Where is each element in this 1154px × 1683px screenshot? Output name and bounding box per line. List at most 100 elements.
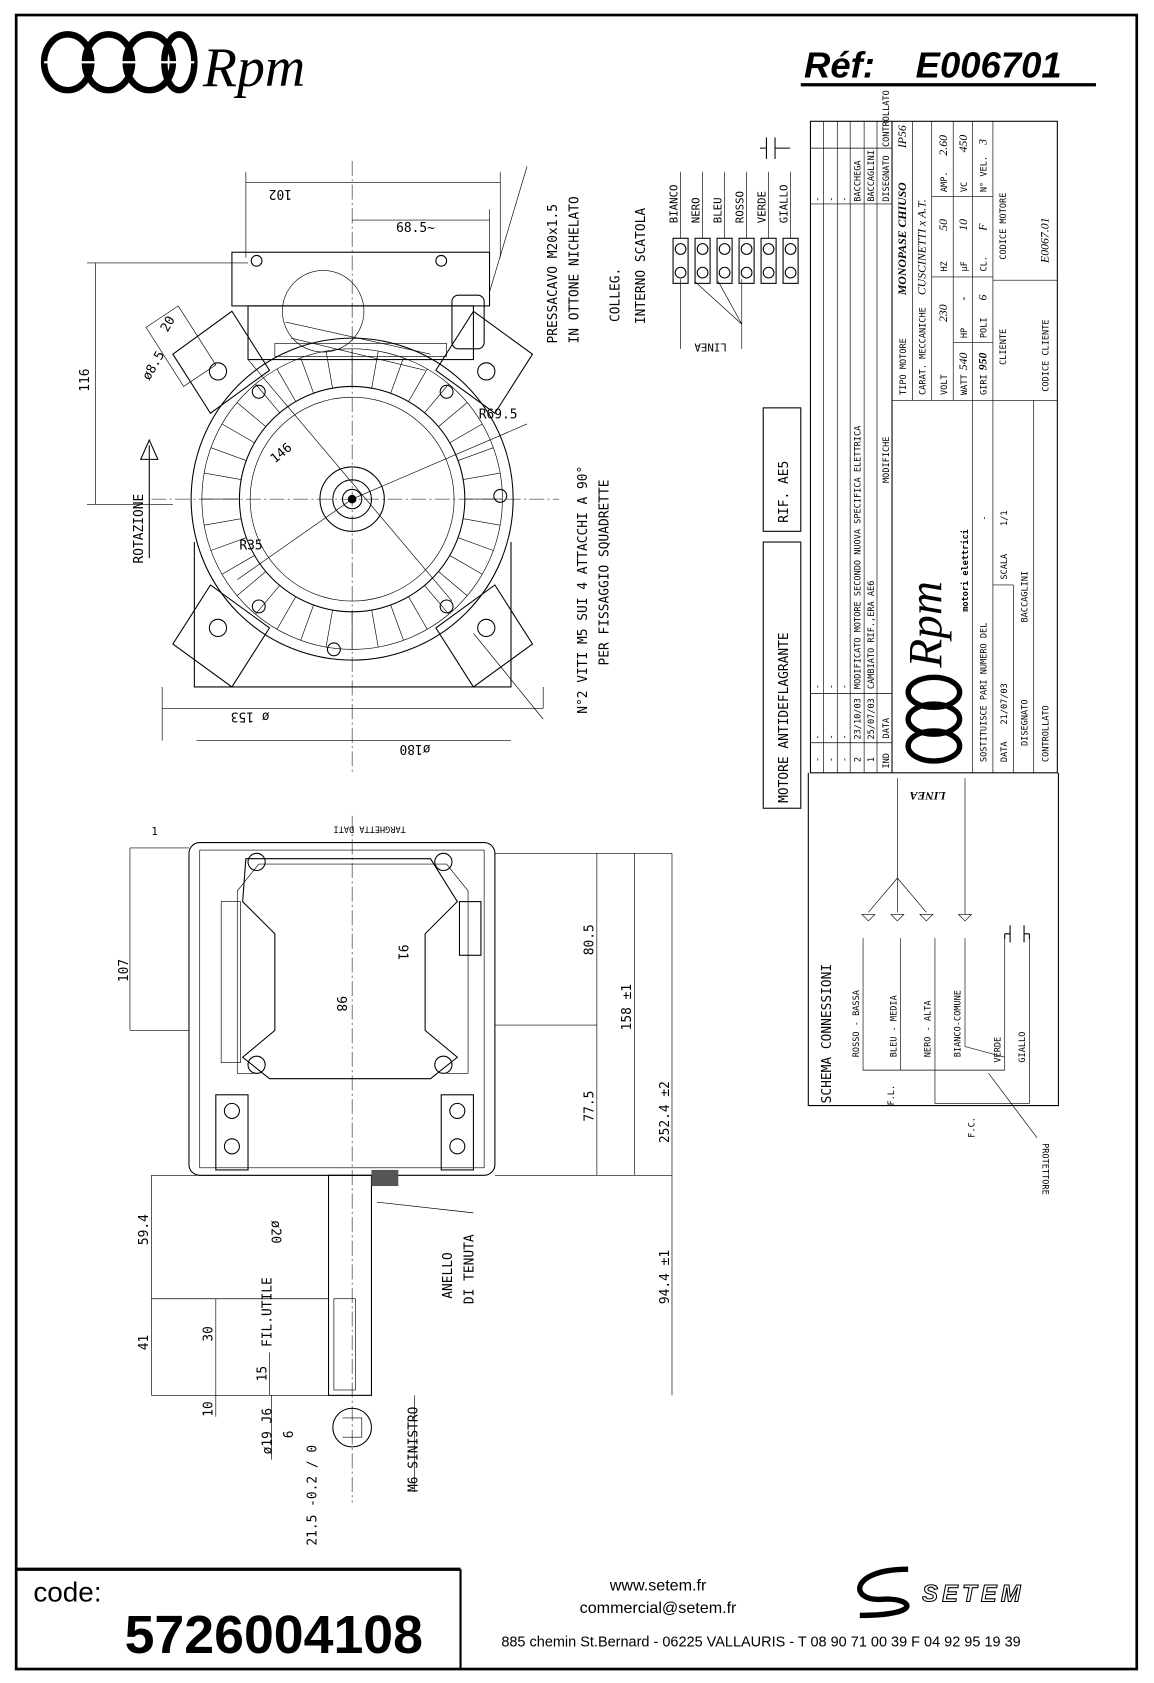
cooling-fin [276,368,297,402]
reference-value: E006701 [916,44,1062,85]
terminal-wire-label: GIALLO [777,185,790,224]
dim-21-5: 21.5 -0.2 / 0 [306,1445,321,1546]
revision-ind: 2 [853,757,863,762]
m6-label: M6 SINISTRO [407,1406,422,1492]
cooling-fin [424,383,449,413]
thread-label: FIL.UTILE [261,1277,276,1347]
poli-value: 6 [975,295,989,301]
footer-website[interactable]: www.setem.fr [609,1577,707,1595]
terminal-screw-icon [718,266,731,279]
footer-email[interactable]: commercial@setem.fr [580,1599,737,1617]
revision-ind: - [813,757,823,762]
code-value: 5726004108 [125,1605,423,1665]
nameplate-label: TARGHETTA DATI [333,823,405,833]
volt-label: VOLT [940,374,950,395]
dim-94-4: 94.4 ±1 [658,1250,673,1304]
terminal-screw-icon [696,266,709,279]
carat-label: CARAT. MECCANICHE [918,307,928,395]
cooling-fin [463,518,501,526]
dim-41: 41 [137,1335,152,1351]
codice-motore-value: E0067.01 [1038,217,1052,264]
cooling-fin [221,423,255,444]
cooling-fin [236,402,267,427]
cooling-fin [408,368,428,402]
uf-label: µF [960,261,970,271]
rif-label: RIF. AE5 [777,461,792,523]
sheet-border [14,13,1139,1671]
setem-logo: SETEM [857,1566,1021,1619]
coil-logo-icon [905,674,963,764]
uf-value: 10 [956,219,970,231]
rpm-logo: Rpm [40,31,305,99]
revision-description: MODIFICATO MOTORE SECONDO NUOVA SPECIFIC… [853,425,863,689]
terminal-screw-icon [696,243,709,255]
header-disegnato: DISEGNATO [882,155,892,201]
side-view: TARGHETTA DATI 1 107 91 98 80.5 77.5 158… [117,815,673,1546]
hz-value: 50 [936,219,950,231]
dim-252-4: 252.4 ±2 [658,1081,673,1143]
dim-116: 116 [78,369,93,392]
amp-value: 2.60 [936,135,950,156]
terminal-title-line2: INTERNO SCATOLA [634,208,649,325]
dim-59-4: 59.4 [137,1214,152,1245]
revision-drawn-by: - [827,197,837,202]
revision-description: CAMBIATO RIF.,ERA AE6 [867,581,877,689]
terminal-screw-icon [762,266,775,279]
revision-ind: - [827,757,837,762]
terminal-wire-label: BLEU [711,197,724,223]
dim-153: ø 153 [231,709,270,724]
dim-6: 6 [282,1431,297,1439]
sostituisce-label: SOSTITUISCE PARI NUMERO DEL [979,623,989,762]
codice-motore-label: CODICE MOTORE [999,193,1009,260]
disegnato-label: DISEGNATO [1020,699,1030,745]
title-block-logo: Rpm motori elettrici [900,529,971,764]
footer-address: 885 chemin St.Bernard - 06225 VALLAURIS … [501,1635,1020,1651]
header-modifiche: MODIFICHE [882,437,892,483]
dim-20: 20 [158,314,179,335]
vc-value: 450 [956,135,970,153]
dim-10: 10 [202,1401,217,1417]
watt-label: WATT [960,374,970,395]
dim-77-5: 77.5 [583,1091,598,1122]
capacitor-icon [760,137,791,159]
scala-value: 1/1 [1000,510,1010,526]
coil-logo-icon [40,31,198,94]
terminal-title-line1: COLLEG. [608,268,623,322]
hp-label: HP [960,328,970,338]
cooling-fin [457,447,494,461]
volt-value: 230 [936,304,950,322]
cooling-fin [255,585,280,615]
revision-description: - [813,684,823,689]
brand-name: Rpm [202,37,305,99]
cooling-fin [300,604,314,641]
revision-description: - [840,684,850,689]
cooling-fin [210,537,247,551]
code-label: code: [33,1576,101,1607]
footer: code: 5726004108 www.setem.fr commercial… [16,1566,1021,1670]
gland-note-line1: PRESSACAVO M20x1.5 [546,204,561,344]
tipo-motore-label: TIPO MOTORE [899,338,909,395]
schema-wire-label: VERDE [993,1037,1003,1063]
dim-shaft-19: ø19 J6 [261,1408,276,1455]
revision-drawn-by: - [813,197,823,202]
shaft-section [332,1407,372,1448]
fl-label: F.L. [887,1085,897,1106]
carat-value: CUSCINETTI x A.T. [914,199,928,295]
sostituisce-value: - [979,515,989,520]
vc-label: VC [960,182,970,192]
revision-drawn-by: BACCAGLINI [867,150,877,202]
cooling-fin [463,472,501,480]
terminal-screw-icon [674,243,687,255]
seal-label-line2: DI TENUTA [462,1234,477,1304]
hz-label: HZ [940,261,950,271]
cooling-fin [236,571,267,596]
dim-30: 30 [202,1326,217,1342]
dim-158: 158 ±1 [620,984,635,1031]
cooling-fin [438,571,468,596]
terminal-wire-label: VERDE [755,191,768,223]
cl-label: CL. [979,256,989,271]
watt-value: 540 [956,353,970,371]
